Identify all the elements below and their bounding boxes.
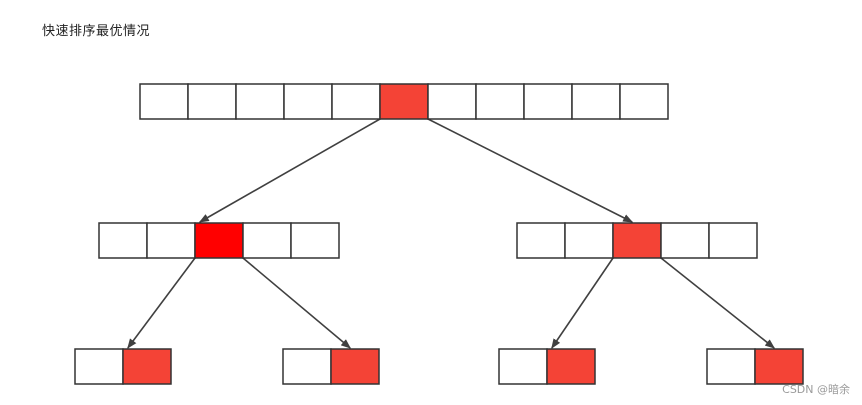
pivot-cell	[754, 348, 804, 385]
array-cell	[290, 222, 340, 259]
array-cell	[660, 222, 710, 259]
pivot-cell	[379, 83, 429, 120]
array-level-0-0	[139, 83, 669, 120]
array-cell	[235, 83, 285, 120]
array-level-2-3	[706, 348, 804, 385]
array-cell	[516, 222, 566, 259]
arrow-right-1-0	[242, 257, 351, 349]
array-cell	[523, 83, 573, 120]
array-cell	[331, 83, 381, 120]
arrays-layer	[74, 83, 804, 385]
pivot-cell	[612, 222, 662, 259]
array-cell	[282, 348, 332, 385]
array-level-2-0	[74, 348, 172, 385]
arrows-layer	[127, 118, 775, 349]
array-cell	[498, 348, 548, 385]
arrow-left-1-0	[127, 257, 196, 349]
arrow-right-0-0	[427, 118, 634, 223]
array-cell	[708, 222, 758, 259]
array-cell	[283, 83, 333, 120]
array-cell	[427, 83, 477, 120]
arrow-right-1-1	[660, 257, 775, 349]
pivot-cell	[122, 348, 172, 385]
array-cell	[564, 222, 614, 259]
pivot-cell	[546, 348, 596, 385]
array-cell	[706, 348, 756, 385]
array-cell	[619, 83, 669, 120]
array-cell	[146, 222, 196, 259]
arrow-left-1-1	[551, 257, 614, 349]
arrow-left-0-0	[198, 118, 381, 223]
array-level-2-2	[498, 348, 596, 385]
diagram-title: 快速排序最优情况	[42, 24, 151, 39]
array-cell	[571, 83, 621, 120]
array-level-2-1	[282, 348, 380, 385]
pivot-cell	[194, 222, 244, 259]
array-cell	[475, 83, 525, 120]
array-cell	[242, 222, 292, 259]
watermark: CSDN @暗余	[782, 383, 850, 396]
array-level-1-0	[98, 222, 340, 259]
array-cell	[187, 83, 237, 120]
array-level-1-1	[516, 222, 758, 259]
array-cell	[139, 83, 189, 120]
array-cell	[98, 222, 148, 259]
array-cell	[74, 348, 124, 385]
pivot-cell	[330, 348, 380, 385]
